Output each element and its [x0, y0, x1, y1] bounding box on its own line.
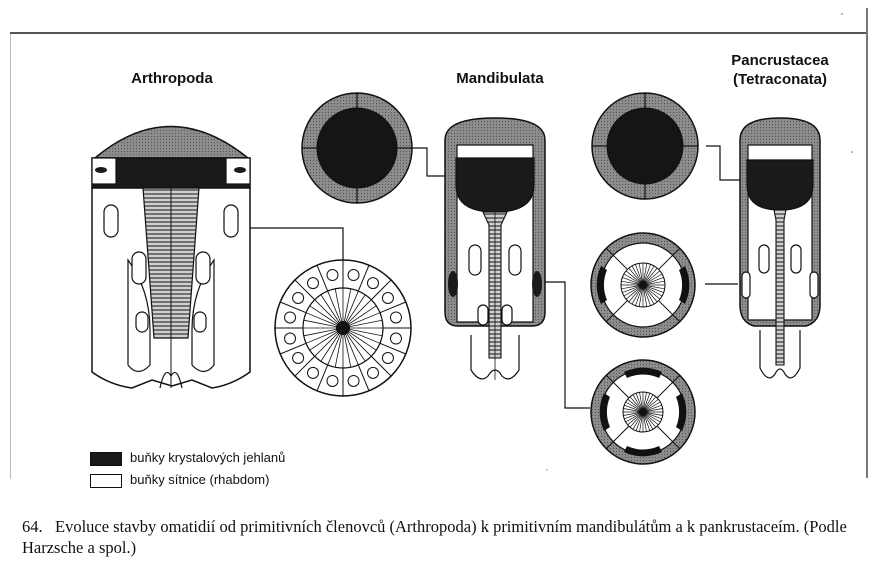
ring-cell — [307, 367, 318, 378]
header-pancrustacea: Pancrustacea — [700, 52, 860, 70]
pancrustacea-bottom-cross-section — [591, 360, 695, 464]
arthropoda-connector — [250, 228, 343, 262]
header-arthropoda: Arthropoda — [112, 70, 232, 88]
mandibulata-ommatidium — [445, 118, 545, 380]
pancrustacea-middle-cross-section — [591, 233, 695, 337]
legend-swatch-crystal — [90, 452, 122, 466]
ring-cell — [327, 375, 338, 386]
pancrustacea-connector-top — [706, 146, 742, 180]
mandibulata-connector-bottom — [545, 282, 590, 408]
pancrustacea-cross-section-top — [592, 93, 698, 199]
ring-cell — [293, 292, 304, 303]
center-dot — [639, 408, 647, 416]
pancrustacea-crystal-cells — [747, 160, 813, 210]
figure-caption: 64. Evoluce stavby omatidií od primitivn… — [22, 516, 872, 558]
ring-cell — [285, 312, 296, 323]
ring-cell — [285, 333, 296, 344]
header-tetraconata: (Tetraconata) — [700, 71, 860, 89]
ring-cell — [382, 292, 393, 303]
ring-cell — [327, 270, 338, 281]
ring-cell — [382, 353, 393, 364]
legend-label-crystal: buňky krystalových jehlanů — [130, 450, 285, 465]
mandibulata-crystal-cells — [456, 158, 534, 212]
ring-cell — [307, 278, 318, 289]
arthropoda-ommatidium — [92, 127, 250, 389]
legend-swatch-retina — [90, 474, 122, 488]
mandibulata-connector-top — [412, 148, 447, 176]
ring-cell — [348, 375, 359, 386]
center-dot — [639, 281, 647, 289]
arthropoda-cross-section — [275, 260, 411, 396]
ring-cell — [368, 367, 379, 378]
pancrustacea-rhabdom — [774, 210, 786, 365]
caption-text: Evoluce stavby omatidií od primitivních … — [22, 517, 847, 557]
ring-cell — [390, 312, 401, 323]
mandibulata-cross-section-top — [302, 93, 412, 203]
ring-cell — [348, 270, 359, 281]
legend-label-retina: buňky sítnice (rhabdom) — [130, 472, 269, 487]
caption-number: 64. — [22, 517, 43, 536]
ring-cell — [368, 278, 379, 289]
ring-cell — [390, 333, 401, 344]
arthropoda-cornea — [95, 127, 248, 159]
header-mandibulata: Mandibulata — [435, 70, 565, 88]
pancrustacea-ommatidium — [740, 118, 820, 378]
ring-cell — [293, 353, 304, 364]
